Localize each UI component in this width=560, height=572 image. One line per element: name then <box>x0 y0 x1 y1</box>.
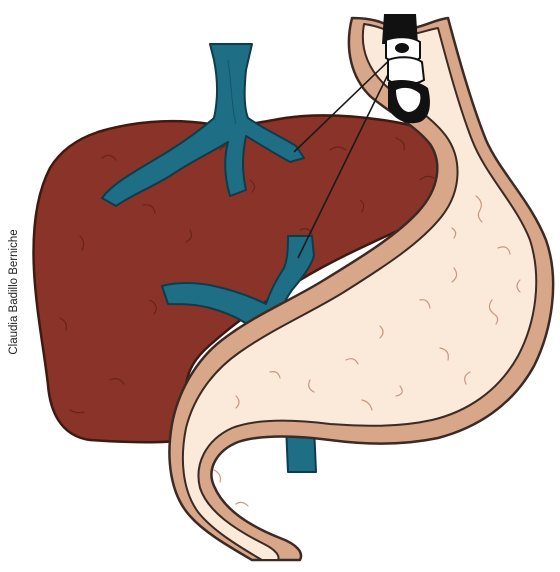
illustrator-credit: Claudia Badillo Berniche <box>8 229 20 354</box>
